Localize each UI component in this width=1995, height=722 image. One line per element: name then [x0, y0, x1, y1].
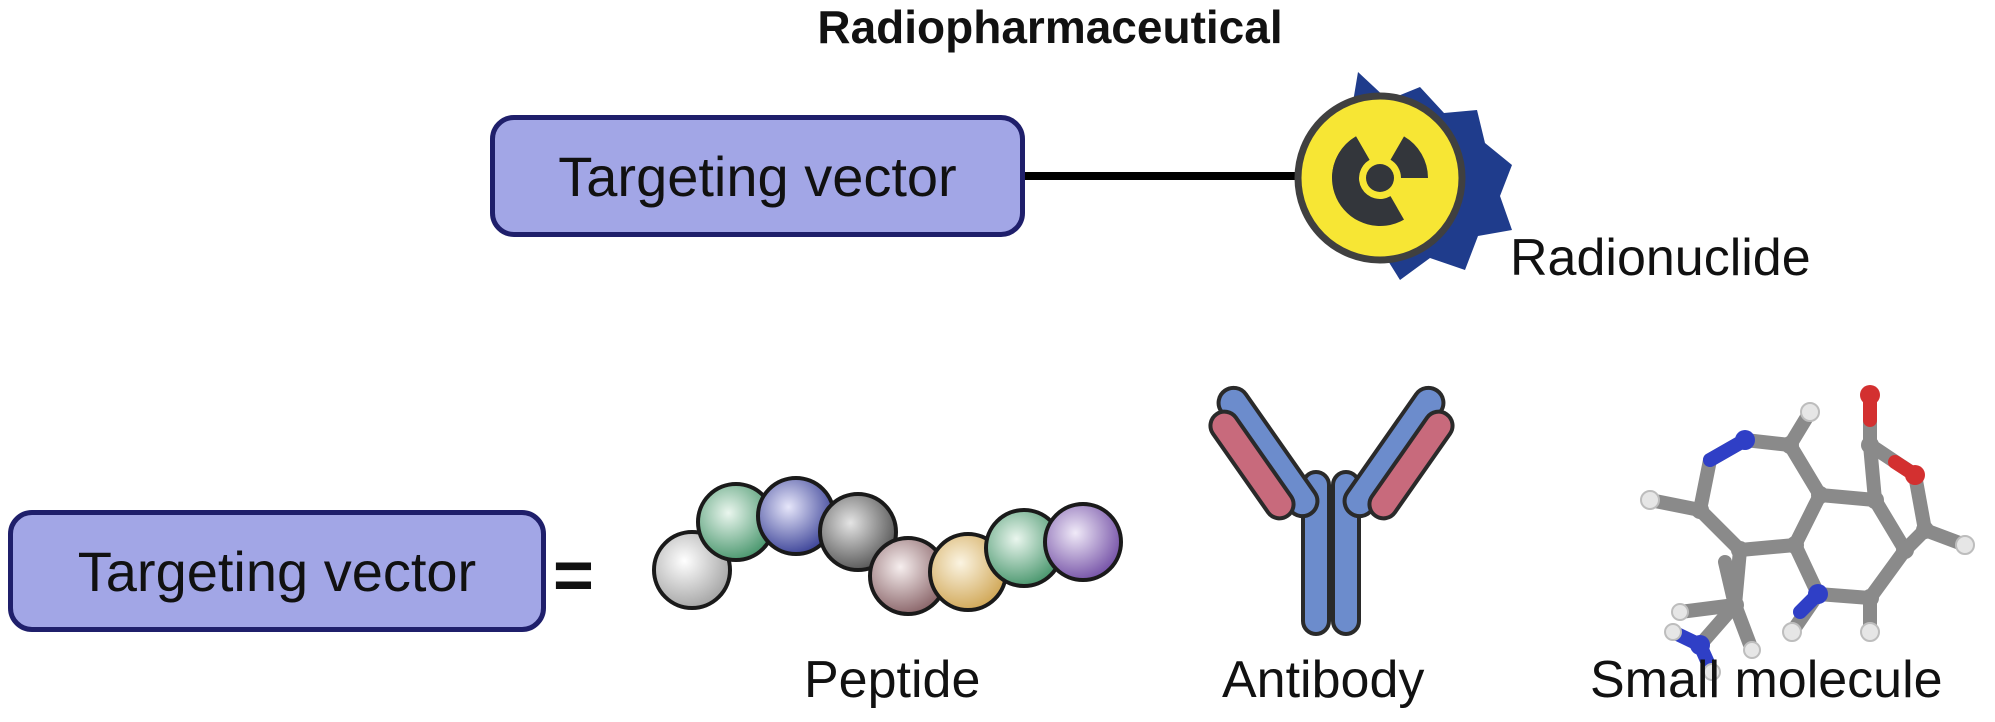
- diagram-title: Radiopharmaceutical: [817, 1, 1283, 53]
- radiation-trefoil-icon: [1294, 72, 1512, 280]
- targeting-vector-box: Targeting vector: [490, 115, 1025, 237]
- y-shaped-antibody-icon: [1208, 385, 1455, 636]
- equals-sign: =: [553, 536, 594, 614]
- bead-chain-icon: [652, 476, 1123, 616]
- targeting-vector-label: Targeting vector: [558, 144, 957, 208]
- antibody-caption: Antibody: [1222, 651, 1425, 709]
- small-molecule-caption: Small molecule: [1590, 651, 1943, 709]
- targeting-vector-definition-label: Targeting vector: [77, 539, 477, 603]
- peptide-caption: Peptide: [804, 651, 981, 709]
- targeting-vector-box-definition: Targeting vector: [8, 510, 546, 632]
- ball-and-stick-molecule-icon: [1640, 385, 1975, 681]
- radionuclide-label: Radionuclide: [1510, 229, 1811, 287]
